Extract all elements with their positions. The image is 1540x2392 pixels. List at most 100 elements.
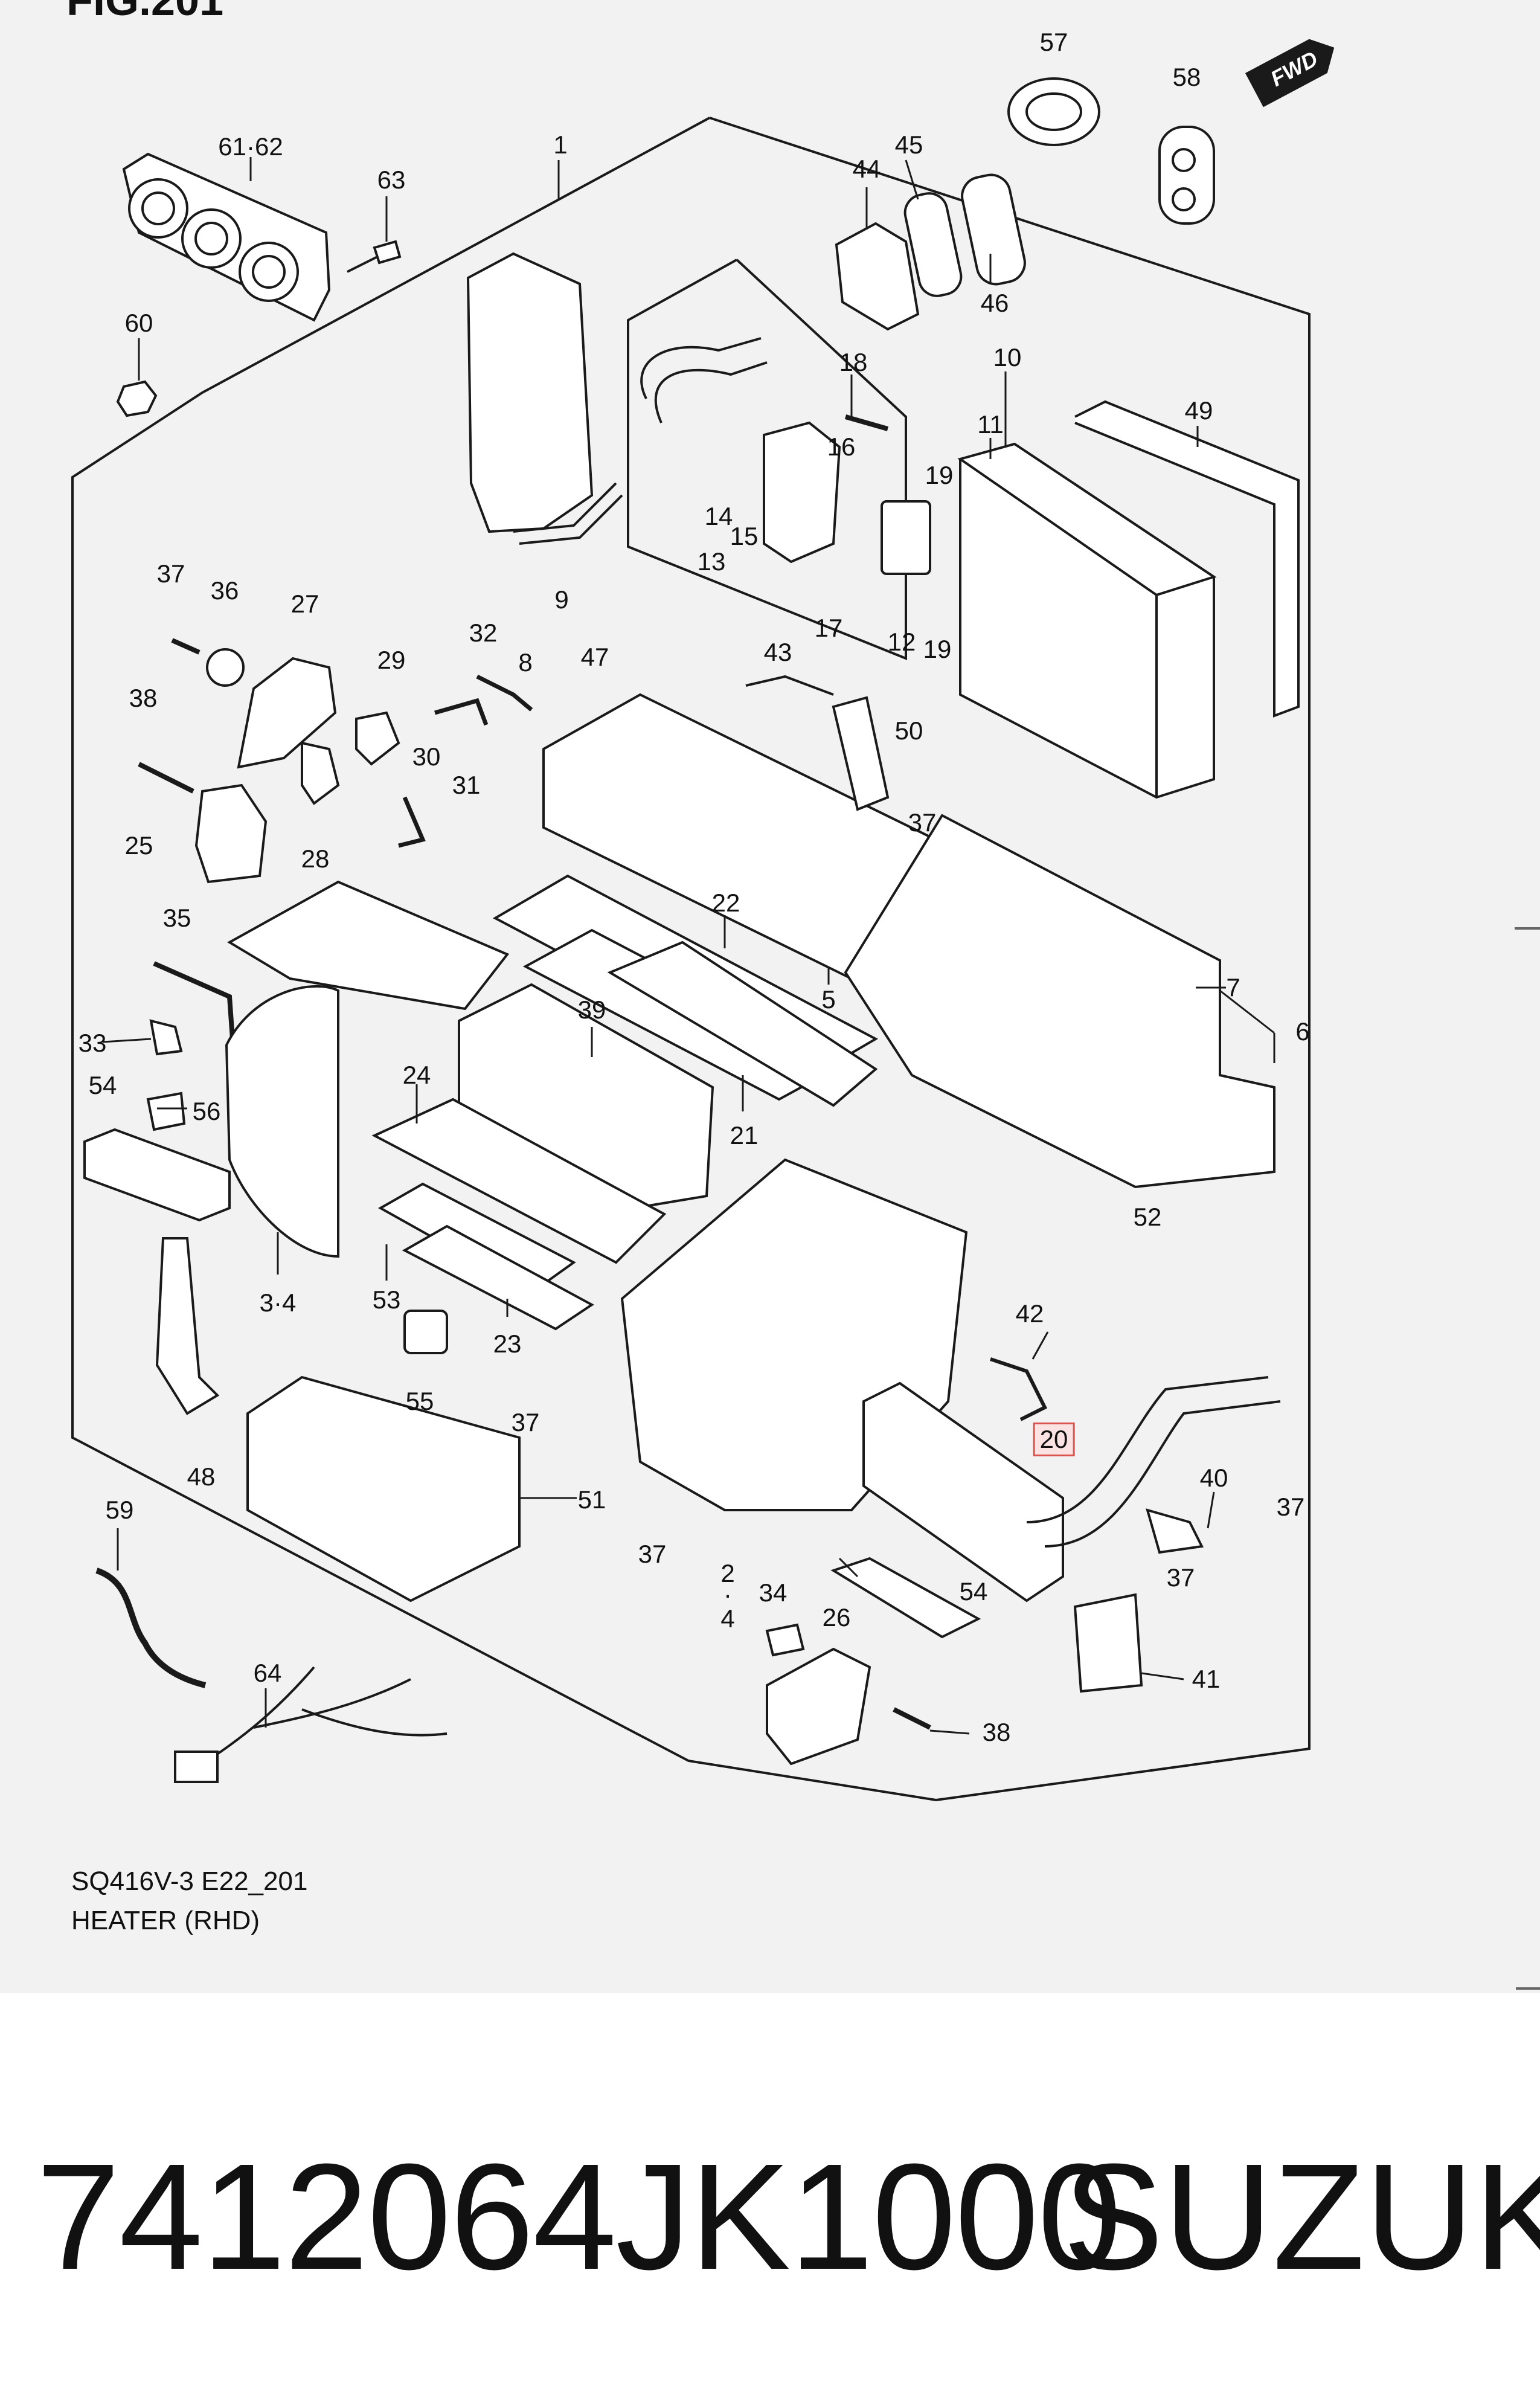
callout: 32 xyxy=(469,619,498,647)
upper-inset-boundary xyxy=(627,259,907,660)
callout: 41 xyxy=(1192,1665,1221,1693)
edge-tick-mark xyxy=(1515,927,1540,930)
motor-25 xyxy=(194,783,268,884)
model-code: SQ416V-3 E22_201 xyxy=(71,1866,308,1896)
callout: 46 xyxy=(980,289,1009,317)
callout: 19 xyxy=(925,461,954,489)
callout: 57 xyxy=(1039,28,1068,56)
callout: 3·4 xyxy=(259,1288,297,1317)
blower-case-3-4 xyxy=(225,985,339,1258)
callout: 44 xyxy=(852,155,881,183)
edge-tick-mark xyxy=(1516,1987,1540,1990)
callout: 35 xyxy=(162,904,191,932)
callout: 25 xyxy=(124,831,153,860)
part-number: 7412064JK1000 xyxy=(36,2132,1121,2301)
clamp-40 xyxy=(1146,1508,1204,1554)
callout: 34 xyxy=(759,1578,788,1607)
callout: 42 xyxy=(1015,1299,1044,1328)
callout: 2 xyxy=(720,1559,735,1587)
callout: 7 xyxy=(1226,973,1240,1001)
callout: 60 xyxy=(124,309,153,337)
pipe-assembly-13 xyxy=(640,337,768,423)
callout: 40 xyxy=(1199,1464,1228,1492)
callout: 33 xyxy=(78,1029,107,1057)
lever-31 xyxy=(434,698,489,726)
callout: 37 xyxy=(1276,1493,1305,1521)
callout: 12 xyxy=(887,628,916,656)
duct-21 xyxy=(607,940,878,1107)
callout: 26 xyxy=(822,1603,851,1632)
filter-23 xyxy=(402,1224,594,1331)
harness-64 xyxy=(192,1666,448,1771)
callout: 48 xyxy=(187,1462,216,1491)
gear-36 xyxy=(206,648,245,687)
callout: 52 xyxy=(1133,1203,1162,1231)
callout: 24 xyxy=(402,1061,431,1089)
callout: 59 xyxy=(105,1496,134,1524)
callout: 38 xyxy=(129,684,158,712)
callout: 17 xyxy=(814,614,843,642)
callout: 61·62 xyxy=(218,132,283,161)
callout: 11 xyxy=(977,410,1004,439)
callout: 5 xyxy=(821,985,836,1014)
callout: 38 xyxy=(982,1718,1011,1746)
callout: 47 xyxy=(580,643,609,671)
callout: 31 xyxy=(452,771,481,799)
seal-46 xyxy=(961,173,1026,286)
callout: 58 xyxy=(1172,63,1201,91)
callout: 37 xyxy=(156,559,185,588)
rod-35 xyxy=(153,961,235,1040)
heater-core-20 xyxy=(862,1381,1064,1603)
callout: 14 xyxy=(704,502,733,530)
tray-51 xyxy=(246,1375,521,1603)
callout: 1 xyxy=(553,130,568,159)
evaporator-11 xyxy=(957,442,1217,799)
screw-38b xyxy=(893,1707,931,1730)
actuator-27 xyxy=(237,657,337,769)
screw-63 xyxy=(347,240,402,273)
highlighted-callout: 20 xyxy=(1033,1423,1075,1456)
bracket-50 xyxy=(832,696,890,811)
lever-32 xyxy=(476,674,533,712)
assembly-boundary xyxy=(71,117,1311,1802)
lower-case-6 xyxy=(844,814,1275,1189)
callout: 39 xyxy=(577,995,606,1024)
callout: 19 xyxy=(923,635,952,663)
section-title: HEATER (RHD) xyxy=(71,1906,260,1935)
callout: 64 xyxy=(253,1659,282,1687)
callout: · xyxy=(723,1580,732,1609)
callout: 37 xyxy=(1166,1563,1195,1592)
callout: 4 xyxy=(720,1604,735,1633)
seal-45 xyxy=(903,192,963,297)
callout: 27 xyxy=(290,590,319,618)
callout: 29 xyxy=(377,646,406,674)
link-28 xyxy=(301,741,340,805)
callout: 8 xyxy=(518,648,533,677)
bracket-49 xyxy=(1074,400,1300,718)
clip-55 xyxy=(403,1310,448,1354)
filter-24 xyxy=(371,1098,667,1264)
control-panel-part xyxy=(122,152,331,322)
duct-1 xyxy=(466,252,594,533)
screw-38a xyxy=(138,762,194,794)
callout: 49 xyxy=(1184,396,1213,425)
callout: 30 xyxy=(412,742,441,771)
callout: 54 xyxy=(959,1577,988,1606)
callout: 37 xyxy=(511,1408,540,1436)
bolt-18 xyxy=(844,414,889,431)
nut-part xyxy=(116,380,158,417)
exploded-parts-diagram: FIG.201 FWD 57 58 61·62 1 44 45 63 46 60… xyxy=(0,0,1540,1993)
bracket-41 xyxy=(1073,1593,1143,1693)
blower-upper xyxy=(227,880,510,1011)
bracket-48 xyxy=(155,1237,220,1415)
sensor-42 xyxy=(990,1357,1048,1421)
clip-56 xyxy=(146,1092,186,1131)
motor-26 xyxy=(766,1647,871,1766)
callout: 56 xyxy=(192,1097,221,1125)
callout: 28 xyxy=(301,844,330,873)
callout: 54 xyxy=(88,1071,117,1099)
block-16 xyxy=(763,421,841,564)
callout: 51 xyxy=(577,1485,606,1514)
connector-54b xyxy=(830,1557,981,1639)
callout: 18 xyxy=(839,348,868,376)
